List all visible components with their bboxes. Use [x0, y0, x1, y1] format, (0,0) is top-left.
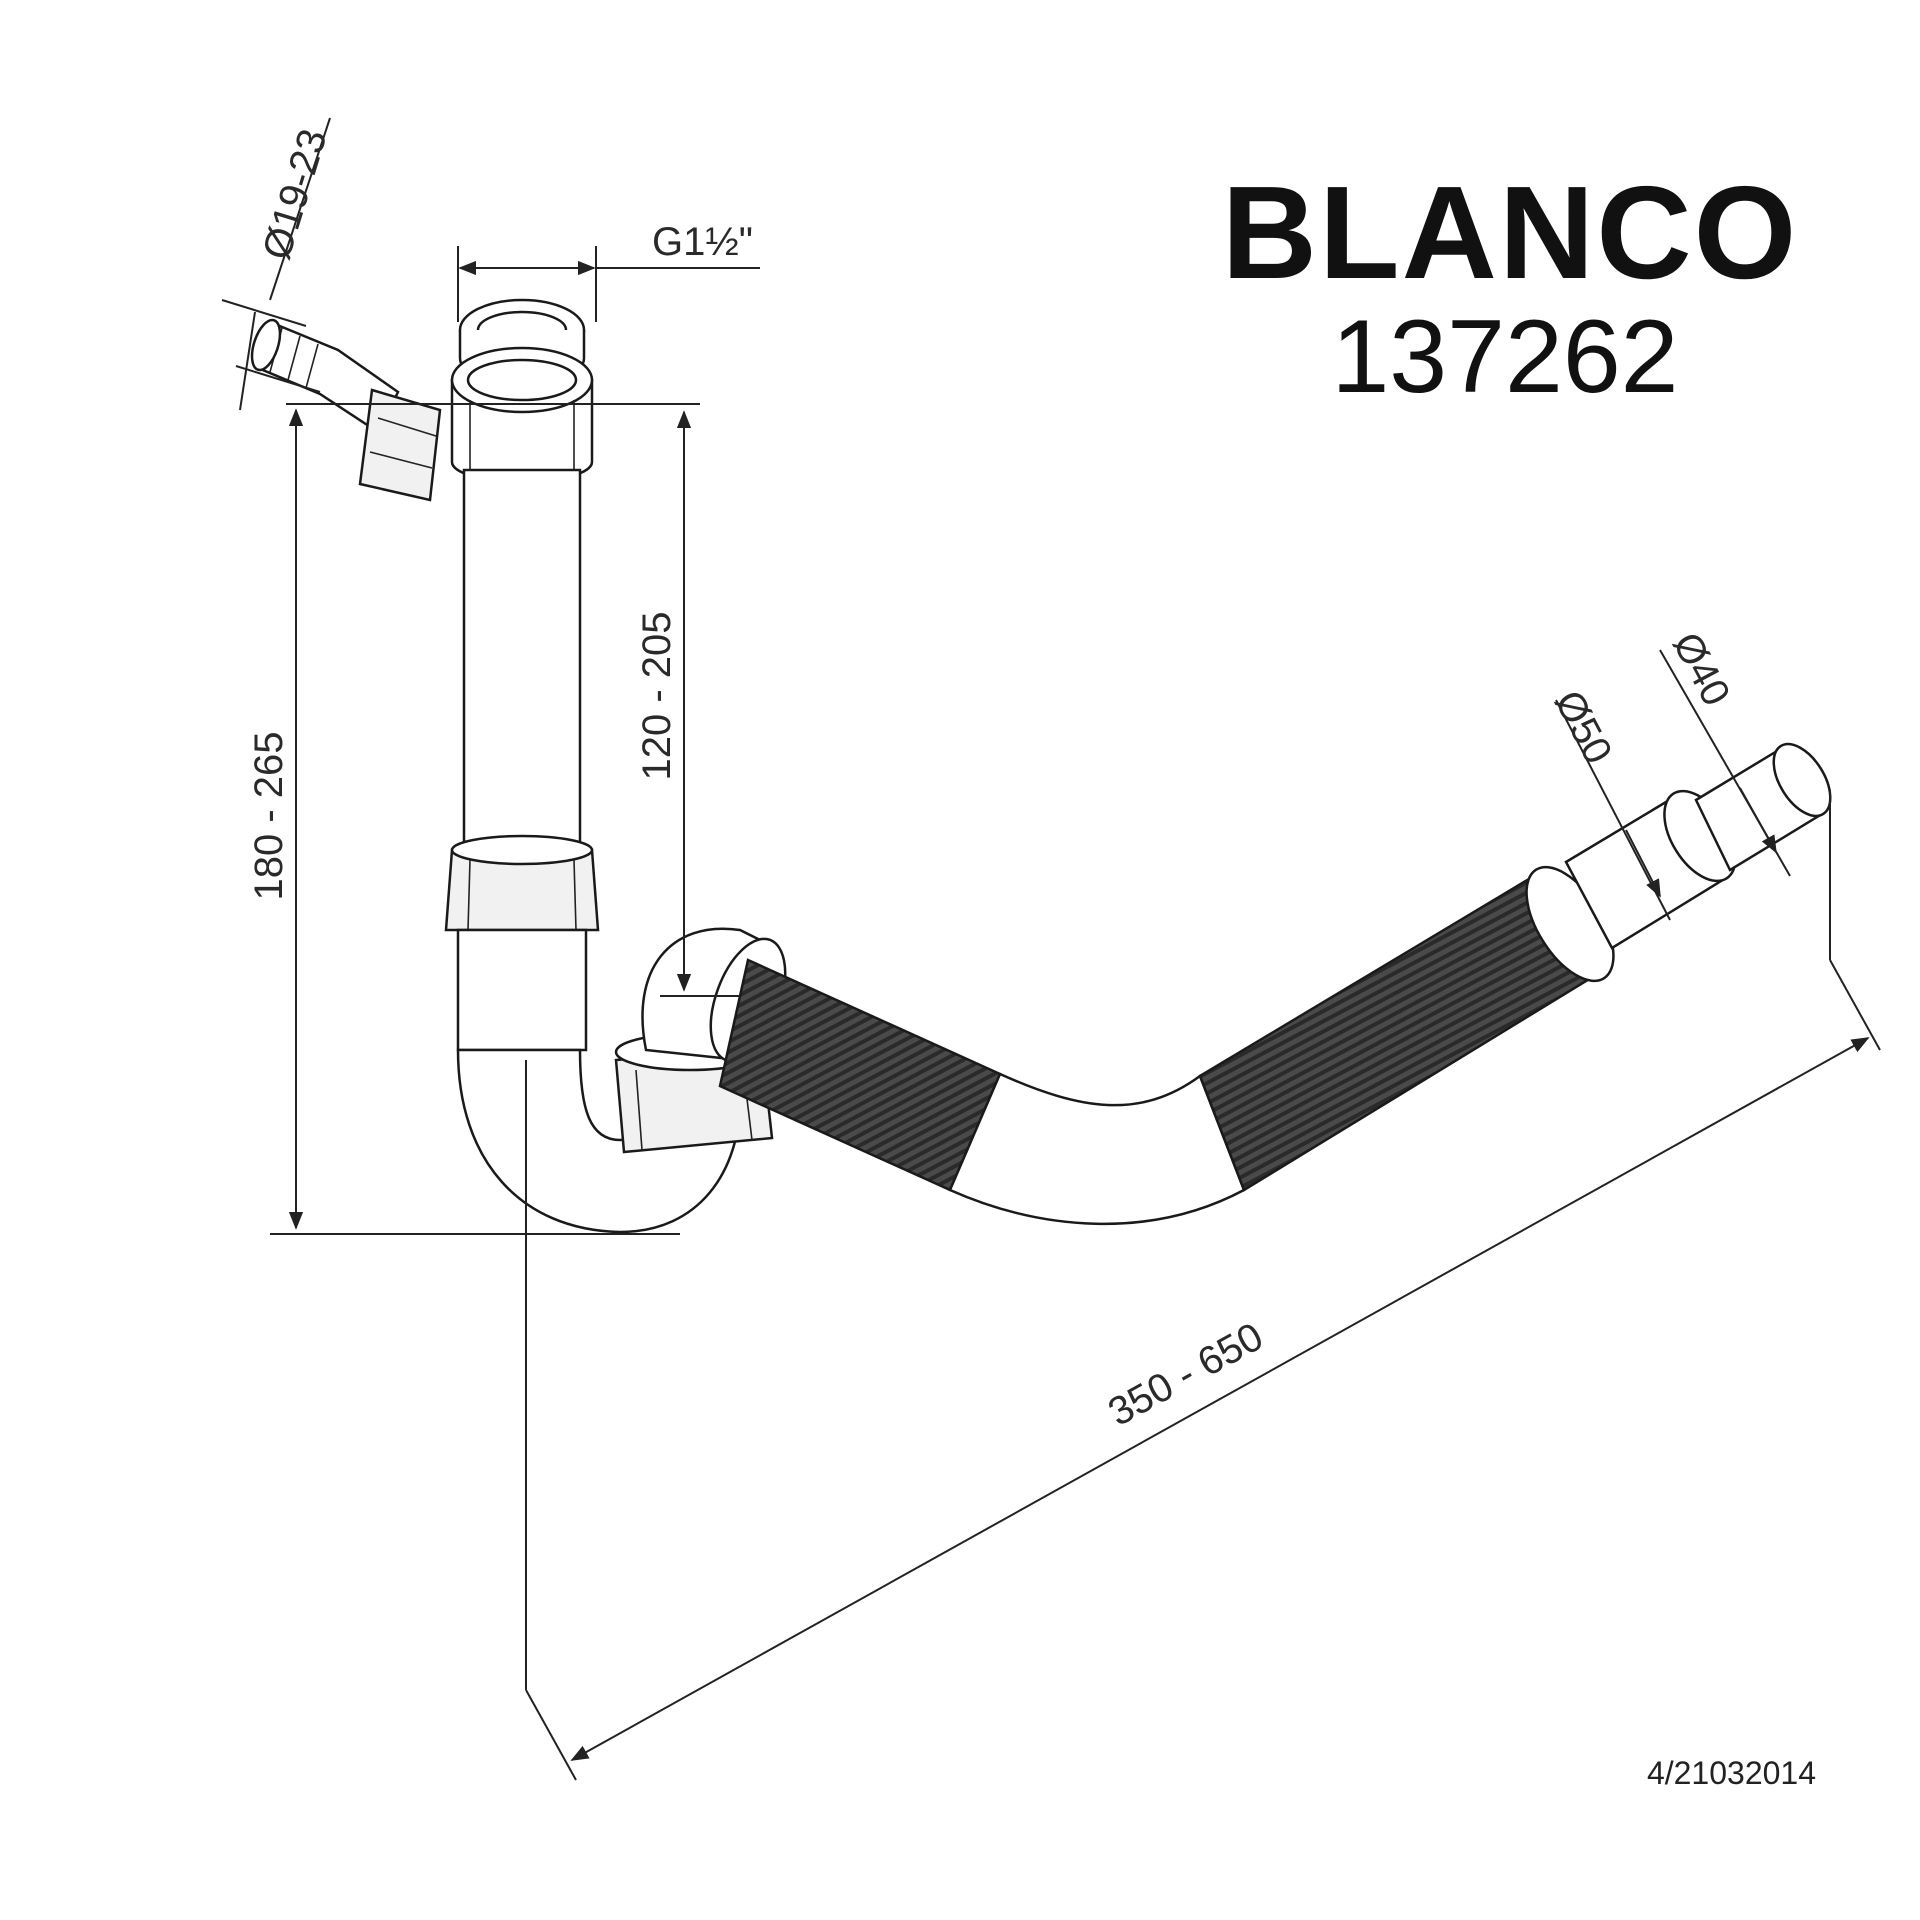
dim-outlet-50: Ø50	[1546, 684, 1620, 771]
hose-smooth-bend	[948, 1072, 1246, 1225]
dim-height-total: 180 - 265	[247, 731, 291, 900]
dim-thread: G1½"	[652, 220, 753, 264]
dim-inlet-diameter: Ø19-23	[255, 124, 336, 264]
corrugated-hose-1	[718, 958, 1002, 1192]
dim-length: 350 - 650	[1101, 1314, 1270, 1434]
siphon-assembly	[250, 298, 1832, 1234]
standpipe	[462, 468, 582, 852]
brand-logo: BLANCO	[1222, 159, 1799, 306]
dim-height-outlet: 120 - 205	[635, 611, 679, 780]
top-collar	[450, 298, 594, 484]
side-inlet-nozzle	[250, 318, 442, 502]
document-number: 4/21032014	[1647, 1755, 1816, 1791]
middle-union-nut	[444, 834, 600, 1052]
model-number: 137262	[1331, 299, 1678, 415]
dimension-lines	[221, 117, 1881, 1781]
dim-outlet-40: Ø40	[1664, 626, 1738, 713]
